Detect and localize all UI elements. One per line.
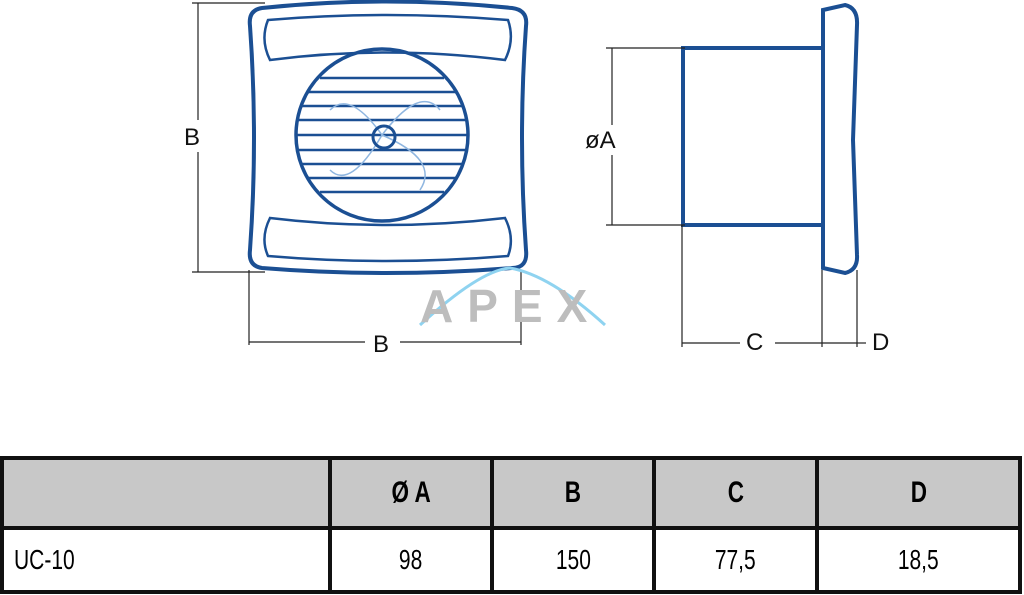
front-view: [247, 0, 529, 275]
watermark-text: APEX: [420, 280, 601, 332]
label-front-width: B: [373, 331, 389, 358]
side-view: [681, 2, 860, 276]
header-c: C: [652, 456, 819, 530]
label-front-height: B: [184, 124, 200, 151]
cell-diameter-a-text: 98: [399, 544, 423, 575]
cell-b-text: 150: [555, 544, 591, 575]
header-d-text: D: [910, 476, 927, 509]
cell-model: UC-10: [0, 526, 332, 594]
cell-c: 77,5: [652, 526, 819, 594]
label-depth: C: [746, 329, 763, 356]
header-b-text: B: [564, 476, 582, 509]
header-b: B: [490, 456, 656, 530]
header-d: D: [815, 456, 1022, 530]
label-flange: D: [872, 329, 889, 356]
flange: [821, 2, 860, 276]
table-header-row: Ø A B C D: [0, 456, 1022, 530]
cell-b: 150: [490, 526, 656, 594]
front-panel-bottom-contour: [263, 216, 513, 263]
watermark-arc: [418, 266, 607, 327]
label-diameter: øA: [585, 127, 616, 154]
header-c-text: C: [727, 476, 744, 509]
cell-d: 18,5: [815, 526, 1022, 594]
header-model: [0, 456, 332, 530]
cell-d-text: 18,5: [898, 544, 939, 575]
cell-model-text: UC-10: [14, 544, 75, 575]
watermark: APEX: [418, 266, 607, 332]
header-diameter-a-text: Ø A: [391, 476, 431, 509]
table-row: UC-10 98 150 77,5 18,5: [0, 526, 1022, 594]
dimension-table: Ø A B C D UC-10 98 150 77,5 18,5: [0, 456, 1022, 594]
dimension-lines: [192, 2, 866, 347]
header-diameter-a: Ø A: [328, 456, 494, 530]
hub-icon: [371, 124, 397, 150]
front-panel-top-contour: [263, 13, 513, 62]
fan-dimension-drawing: APEX B B øA C D: [184, 0, 889, 358]
cell-diameter-a: 98: [328, 526, 494, 594]
fan-body: [681, 46, 825, 227]
cell-c-text: 77,5: [715, 544, 756, 575]
grille-bars: [296, 76, 468, 194]
